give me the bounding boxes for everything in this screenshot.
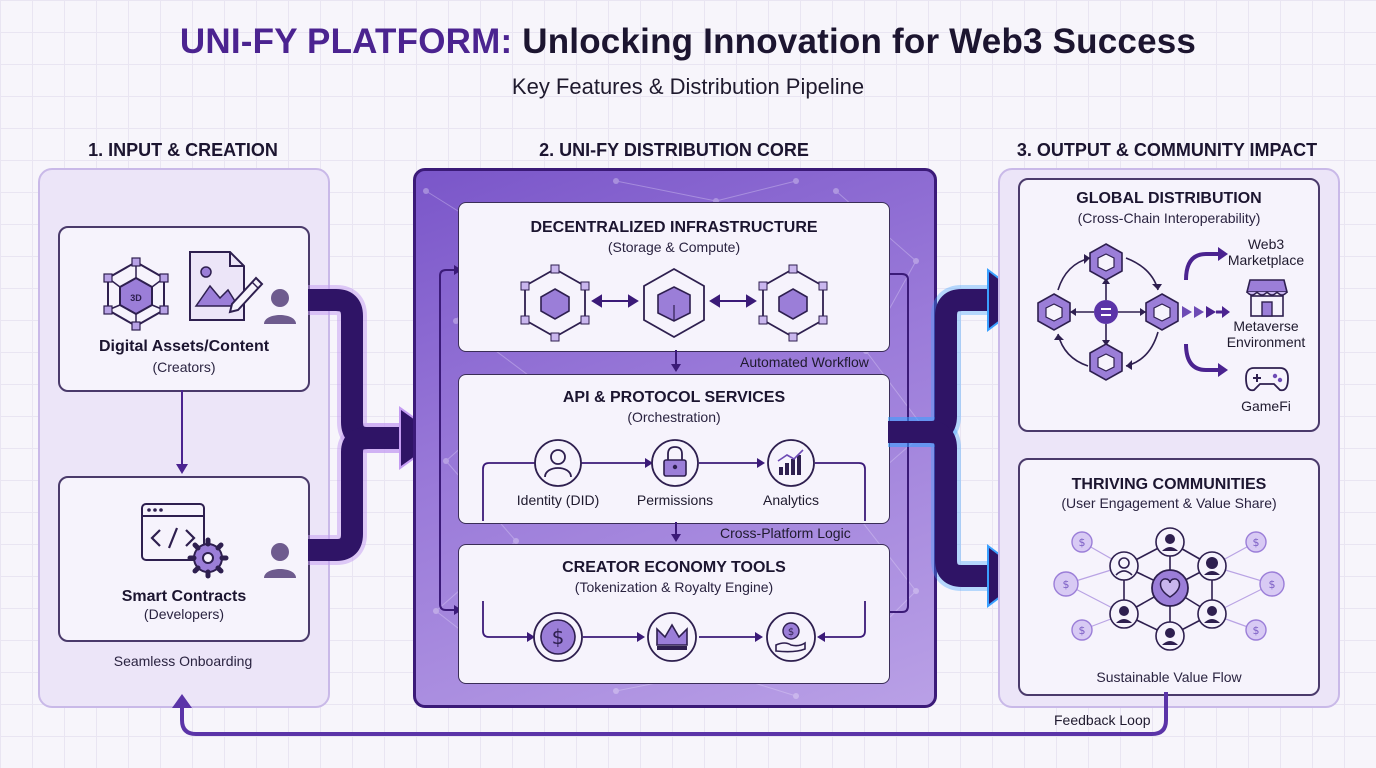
feedback-loop-label: Feedback Loop xyxy=(1054,712,1151,728)
royalty-hand-icon: $ xyxy=(766,612,816,662)
smart-contracts-sub: (Developers) xyxy=(143,606,225,622)
global-distribution-card: GLOBAL DISTRIBUTION (Cross-Chain Interop… xyxy=(1018,178,1320,432)
creator-economy-card: CREATOR ECONOMY TOOLS (Tokenization & Ro… xyxy=(458,544,890,684)
destination-metaverse: Metaverse Environment xyxy=(1226,318,1306,350)
svg-text:$: $ xyxy=(1253,624,1260,637)
chain-cube-top xyxy=(1089,243,1123,281)
api-item-analytics: Analytics xyxy=(762,492,820,508)
title-rest: Unlocking Innovation for Web3 Success xyxy=(512,22,1197,61)
core-heading: 2. UNI-FY DISTRIBUTION CORE xyxy=(539,140,809,160)
destination-marketplace: Web3 Marketplace xyxy=(1227,236,1305,268)
developer-user-icon xyxy=(264,543,296,578)
lock-icon xyxy=(651,439,699,487)
tools-row: $ $ xyxy=(482,601,866,662)
thriving-communities-card: THRIVING COMMUNITIES (User Engagement & … xyxy=(1018,458,1320,696)
tools-title: CREATOR ECONOMY TOOLS xyxy=(562,559,786,576)
infra-title: DECENTRALIZED INFRASTRUCTURE xyxy=(530,219,818,236)
digital-assets-title: Digital Assets/Content xyxy=(98,338,270,355)
coin-icons xyxy=(1053,531,1285,641)
platform-hub-icon xyxy=(1094,300,1118,324)
node-right-icon xyxy=(758,264,828,342)
feedback-loop-arrow xyxy=(172,692,1168,736)
svg-text:$: $ xyxy=(552,625,565,649)
global-sub: (Cross-Chain Interoperability) xyxy=(1077,210,1261,226)
api-item-permissions: Permissions xyxy=(636,492,714,508)
page-title: UNI-FY PLATFORM: Unlocking Innovation fo… xyxy=(0,22,1376,62)
api-sub: (Orchestration) xyxy=(627,409,721,425)
infra-sub: (Storage & Compute) xyxy=(607,239,741,255)
output-heading: 3. OUTPUT & COMMUNITY IMPACT xyxy=(1016,140,1318,160)
svg-text:$: $ xyxy=(788,627,794,638)
node-cluster-row xyxy=(520,264,828,342)
token-coin-icon: $ xyxy=(533,612,583,662)
digital-assets-card: 3D Digital Assets/Content (Creators) xyxy=(58,226,310,392)
api-title: API & PROTOCOL SERVICES xyxy=(562,389,786,406)
svg-text:$: $ xyxy=(1253,536,1260,549)
community-title: THRIVING COMMUNITIES xyxy=(1071,476,1267,493)
crown-icon xyxy=(647,612,697,662)
heart-icon xyxy=(1151,569,1189,607)
cross-platform-logic-label: Cross-Platform Logic xyxy=(720,525,851,541)
image-edit-icon xyxy=(189,251,264,321)
tools-sub: (Tokenization & Royalty Engine) xyxy=(574,579,774,595)
input-heading: 1. INPUT & CREATION xyxy=(88,140,278,160)
analytics-chart-icon xyxy=(767,439,815,487)
code-gear-icon xyxy=(141,503,229,579)
merge-arrow-input-to-core xyxy=(308,285,444,565)
digital-assets-sub: (Creators) xyxy=(152,359,216,375)
down-arrow-core-1 xyxy=(671,350,681,372)
svg-text:$: $ xyxy=(1269,578,1276,591)
3d-cube-icon: 3D xyxy=(103,257,169,331)
svg-text:$: $ xyxy=(1063,578,1070,591)
3d-badge: 3D xyxy=(130,293,142,303)
center-cube-icon xyxy=(643,267,705,339)
svg-text:$: $ xyxy=(1079,624,1086,637)
smart-contracts-title: Smart Contracts xyxy=(121,588,247,605)
gamepad-icon xyxy=(1245,367,1289,392)
smart-contracts-card: Smart Contracts (Developers) xyxy=(58,476,310,642)
destination-gamefi: GameFi xyxy=(1241,398,1291,414)
community-network: $ $ $ $ $ $ xyxy=(1053,527,1285,651)
page-subtitle: Key Features & Distribution Pipeline xyxy=(511,74,865,99)
community-sub: (User Engagement & Value Share) xyxy=(1061,495,1277,511)
global-title: GLOBAL DISTRIBUTION xyxy=(1076,190,1262,207)
storefront-icon xyxy=(1245,279,1289,317)
member-avatars xyxy=(1109,527,1227,651)
chain-cube-bottom xyxy=(1089,343,1123,381)
api-item-identity: Identity (DID) xyxy=(516,492,600,508)
identity-icon xyxy=(534,439,582,487)
seamless-onboarding-label: Seamless Onboarding xyxy=(113,653,253,669)
svg-text:$: $ xyxy=(1079,536,1086,549)
decentralized-infra-card: DECENTRALIZED INFRASTRUCTURE (Storage & … xyxy=(458,202,890,352)
cross-chain-cluster xyxy=(1037,243,1179,381)
destination-arrows xyxy=(1182,247,1230,377)
down-arrow-core-2 xyxy=(671,522,681,542)
down-arrow-input xyxy=(176,390,188,474)
automated-workflow-label: Automated Workflow xyxy=(740,354,869,370)
chain-cube-right xyxy=(1145,293,1179,331)
chain-cube-left xyxy=(1037,293,1071,331)
community-footer: Sustainable Value Flow xyxy=(1096,669,1242,685)
api-protocol-card: API & PROTOCOL SERVICES (Orchestration) … xyxy=(458,374,890,524)
title-accent: UNI-FY PLATFORM: xyxy=(179,22,513,61)
api-service-row xyxy=(482,439,866,521)
creator-user-icon xyxy=(264,289,296,324)
